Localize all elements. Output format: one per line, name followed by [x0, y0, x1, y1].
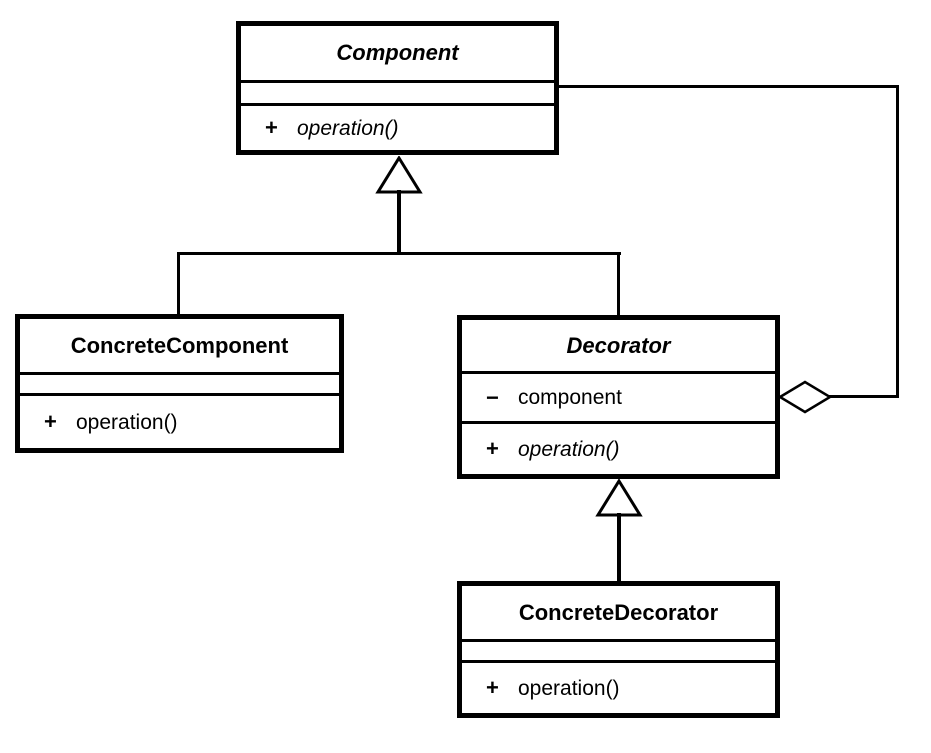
- aggregation-diamond: [778, 380, 832, 414]
- aggregation-line-horizontal-upper: [557, 85, 899, 88]
- operation-label-operation: operation(): [297, 116, 399, 140]
- operation-label-operation: operation(): [76, 410, 178, 434]
- class-attributes-decorator: − component: [462, 371, 775, 421]
- class-operations-decorator: + operation(): [462, 421, 775, 474]
- class-operations-component: + operation(): [241, 103, 554, 150]
- visibility-marker-public: +: [486, 436, 499, 461]
- inheritance-branch-decorator: [617, 252, 620, 316]
- aggregation-line-horizontal-lower: [829, 395, 899, 398]
- visibility-marker-public: +: [44, 409, 57, 434]
- class-operations-concrete-component: + operation(): [20, 393, 339, 448]
- class-operations-concrete-decorator: + operation(): [462, 660, 775, 713]
- class-title-component: Component: [241, 26, 554, 80]
- class-title-concrete-decorator: ConcreteDecorator: [462, 586, 775, 639]
- inheritance-branch-concrete-component: [177, 252, 180, 315]
- class-attributes-concrete-component: [20, 372, 339, 393]
- operation-label-operation: operation(): [518, 676, 620, 700]
- class-box-component[interactable]: Component + operation(): [236, 21, 559, 155]
- visibility-marker-public: +: [265, 115, 278, 140]
- aggregation-line-vertical: [896, 85, 899, 398]
- inheritance-stem-concrete-decorator: [617, 513, 621, 582]
- visibility-marker-public: +: [486, 675, 499, 700]
- class-attributes-component: [241, 80, 554, 103]
- operation-label-operation: operation(): [518, 437, 620, 461]
- visibility-marker-private: −: [486, 384, 499, 410]
- inheritance-split-bar: [177, 252, 621, 255]
- class-box-concrete-decorator[interactable]: ConcreteDecorator + operation(): [457, 581, 780, 718]
- class-attributes-concrete-decorator: [462, 639, 775, 660]
- class-title-decorator: Decorator: [462, 320, 775, 371]
- class-title-concrete-component: ConcreteComponent: [20, 319, 339, 372]
- class-box-decorator[interactable]: Decorator − component + operation(): [457, 315, 780, 479]
- class-box-concrete-component[interactable]: ConcreteComponent + operation(): [15, 314, 344, 453]
- attribute-label-component: component: [518, 386, 622, 409]
- inheritance-stem-component: [397, 190, 401, 255]
